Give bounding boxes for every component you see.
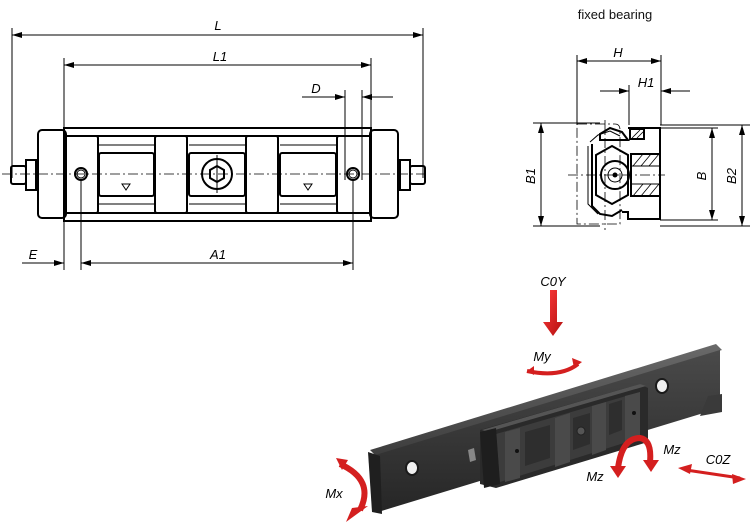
carriage-3d: [468, 384, 648, 488]
rotate-arrow-icon: [336, 458, 348, 470]
dimension-b: B: [660, 127, 718, 221]
arrow-double-icon: [678, 464, 692, 474]
dimension-label-d: D: [311, 81, 320, 96]
rail-hole-icon: [655, 378, 669, 394]
marker-triangle-icon: [121, 183, 131, 191]
dimension-l1: L1: [63, 49, 372, 130]
dimension-label-l1: L1: [213, 49, 227, 64]
rotate-arrow-icon: [610, 466, 626, 478]
dimension-label-l: L: [214, 18, 221, 33]
my-moment-arrow: My: [526, 349, 582, 376]
arrow-down-icon: [543, 290, 563, 336]
dimension-label-h1: H1: [638, 75, 655, 90]
dimension-label-h: H: [613, 45, 623, 60]
c0y-force-arrow: C0Y: [540, 274, 567, 336]
label-c0z: C0Z: [706, 452, 732, 467]
rail-top: [370, 344, 722, 458]
grease-nipple-icon: [399, 159, 411, 191]
dimension-b1: B1: [523, 122, 600, 227]
dimension-label-b: B: [694, 171, 709, 180]
label-my: My: [533, 349, 552, 364]
dimension-label-b1: B1: [523, 168, 538, 184]
rail-hole-icon: [405, 460, 419, 476]
label-mz-upper: Mz: [663, 442, 681, 457]
grease-nipple-icon: [25, 159, 37, 191]
dimension-a1: A1: [81, 180, 354, 270]
dimension-label-b2: B2: [724, 167, 739, 184]
mx-moment-arrow: Mx: [325, 458, 368, 522]
c0z-force-arrow: C0Z: [678, 452, 746, 484]
grease-nipple-icon: [468, 448, 476, 462]
dimension-label-e: E: [29, 247, 38, 262]
side-view: fixed bearing H H1: [523, 7, 750, 230]
label-mz-lower: Mz: [586, 469, 604, 484]
side-view-caption: fixed bearing: [578, 7, 652, 22]
dimension-e: E: [22, 180, 82, 270]
bearing-cross-section: [568, 120, 665, 230]
front-view: L L1 D: [2, 18, 428, 270]
dimension-label-a1: A1: [209, 247, 226, 262]
label-c0y: C0Y: [540, 274, 567, 289]
dimension-l: L: [11, 18, 424, 178]
rotate-arrow-icon: [572, 358, 582, 368]
label-mx: Mx: [325, 486, 343, 501]
marker-triangle-icon: [303, 183, 313, 191]
dimension-b2: B2: [660, 124, 750, 227]
mz-moment-arrow: Mz Mz: [586, 434, 681, 484]
load-diagram-3d: C0Y My Mx Mz Mz C0Z: [325, 274, 746, 522]
dimension-h: H: [576, 45, 662, 125]
carriage-front-outline: [2, 127, 428, 222]
dimension-h1: H1: [600, 75, 690, 125]
